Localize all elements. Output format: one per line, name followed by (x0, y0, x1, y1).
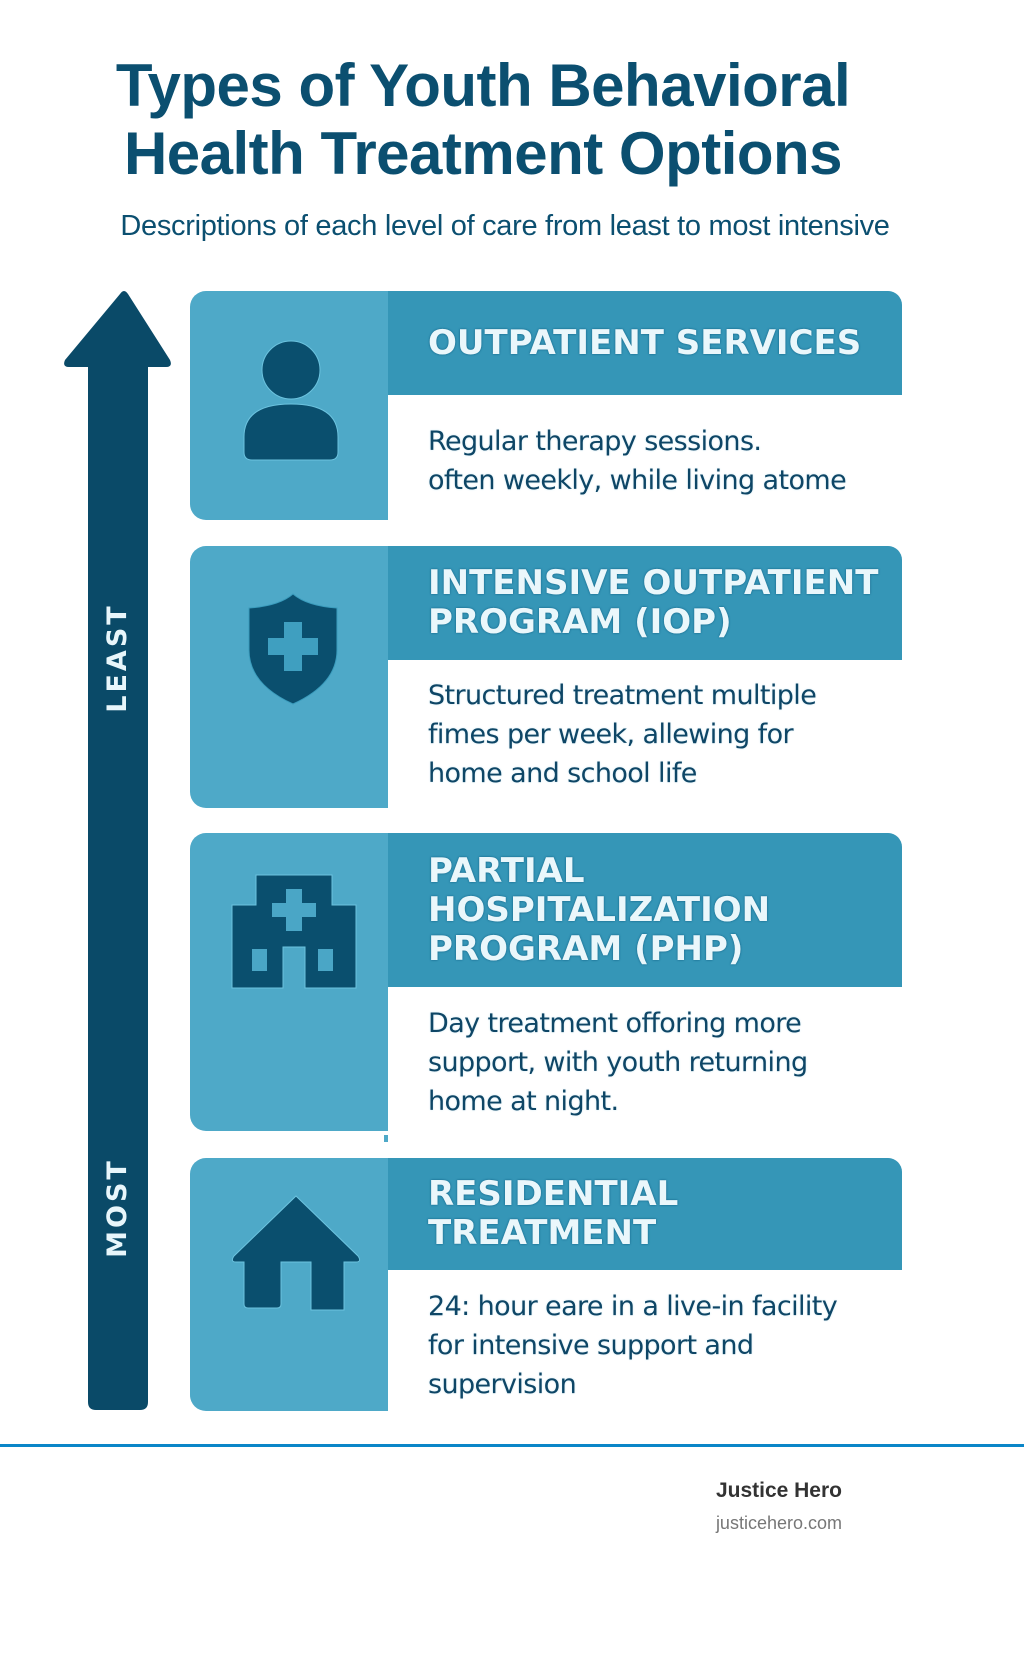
level-description: Structured treatment multiple fimes per … (428, 680, 817, 789)
hospital-icon (231, 874, 357, 989)
icon-panel (190, 833, 388, 1131)
level-header: PARTIAL HOSPITALIZATION PROGRAM (PHP) (388, 833, 902, 987)
level-header: OUTPATIENT SERVICES (388, 291, 902, 395)
level-title: PARTIAL HOSPITALIZATION PROGRAM (PHP) (428, 850, 771, 969)
brand-name: Justice Hero (715, 1479, 842, 1502)
level-description: 24: hour eare in a live-in facility for … (428, 1291, 838, 1400)
level-card-php: PARTIAL HOSPITALIZATION PROGRAM (PHP) Da… (190, 833, 902, 1131)
page-title: Types of Youth Behavioral Health Treatme… (0, 52, 966, 188)
icon-panel (190, 1158, 388, 1411)
title-line-2: Health Treatment Options (123, 120, 843, 187)
intensity-arrow-icon (64, 291, 171, 1410)
icon-panel (190, 291, 388, 520)
brand-url-link[interactable]: justicehero.com (715, 1513, 842, 1533)
scale-label-most: MOST (102, 1158, 133, 1258)
level-card-residential: RESIDENTIAL TREATMENT 24: hour eare in a… (190, 1158, 902, 1411)
level-card-iop: INTENSIVE OUTPATIENT PROGRAM (IOP) Struc… (190, 546, 902, 808)
title-line-1: Types of Youth Behavioral (115, 52, 851, 119)
level-header: INTENSIVE OUTPATIENT PROGRAM (IOP) (388, 546, 902, 660)
level-title: INTENSIVE OUTPATIENT PROGRAM (IOP) (428, 563, 879, 642)
level-title: RESIDENTIAL TREATMENT (428, 1174, 679, 1253)
icon-panel (190, 546, 388, 808)
page-subtitle: Descriptions of each level of care from … (120, 210, 890, 242)
level-header: RESIDENTIAL TREATMENT (388, 1158, 902, 1270)
footer-divider (0, 1444, 1024, 1447)
level-description: Day treatment offoring more support, wit… (428, 1008, 808, 1117)
level-description: Regular therapy sessions. often weekly, … (428, 426, 847, 496)
level-card-outpatient: OUTPATIENT SERVICES Regular therapy sess… (190, 291, 902, 520)
scale-label-least: LEAST (102, 603, 133, 713)
divider-mark (384, 1135, 388, 1142)
shield-cross-icon (248, 593, 338, 705)
person-icon (243, 340, 339, 461)
level-title: OUTPATIENT SERVICES (428, 322, 862, 363)
house-icon (231, 1195, 361, 1311)
